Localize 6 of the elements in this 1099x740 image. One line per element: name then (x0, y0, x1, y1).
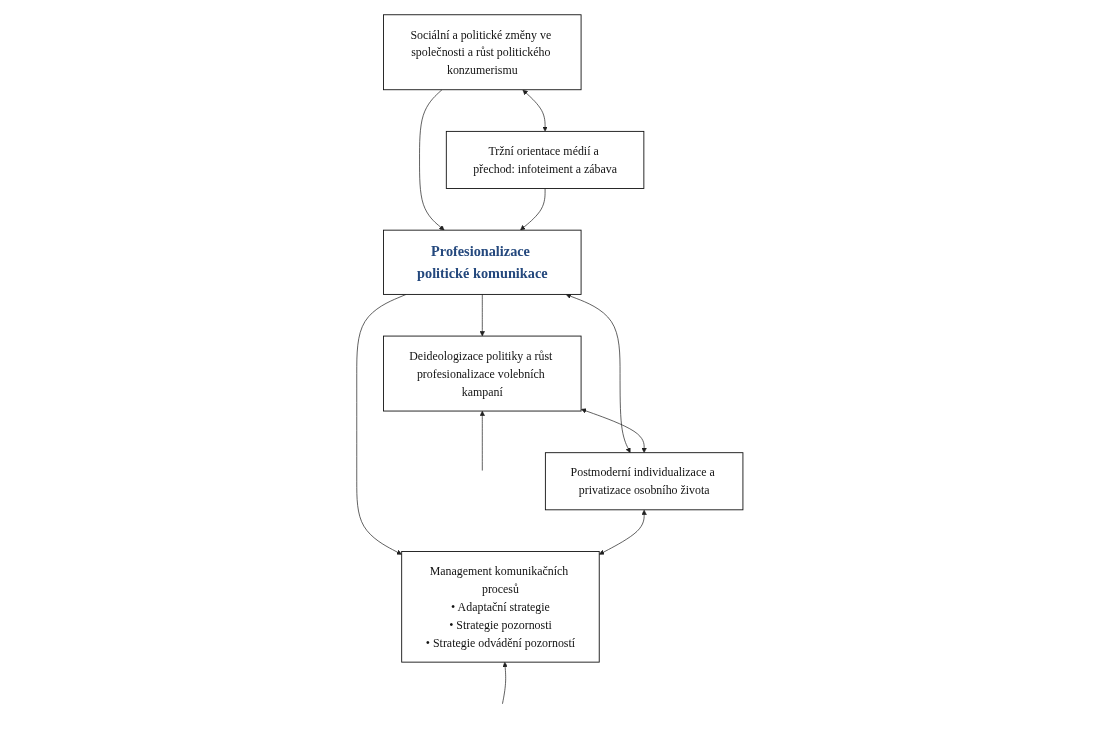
node-box: Management komunikačních procesů • Adaptační strategie • Strategie pozornosti • Strategie odvádění pozorností (400, 551, 600, 663)
node-box: Deideologizace politiky a růst profesionalizace volebních kampaní (382, 335, 582, 412)
node-box: Sociální a politické změny ve společnosti a růst politického konzumerismu (382, 14, 582, 91)
node-box: Postmoderní individualizace a privatizace osobního života (544, 452, 744, 511)
node-box: Profesionalizace politické komunikace (382, 229, 582, 295)
node-box: Tržní orientace médií a přechod: infoteiment a zábava (445, 130, 644, 189)
